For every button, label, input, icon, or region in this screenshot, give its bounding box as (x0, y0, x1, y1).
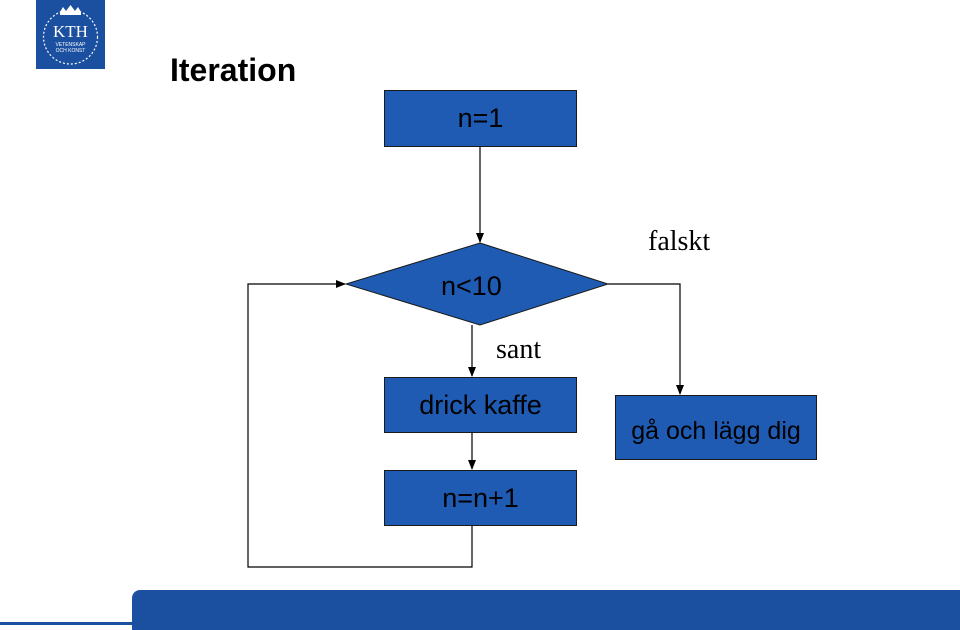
logo-subtext-1: VETENSKAP (55, 42, 86, 48)
exit-box-label: gå och lägg dig (631, 417, 801, 445)
kth-emblem-icon (42, 5, 99, 65)
false-branch-label: falskt (648, 226, 711, 257)
logo-subtext-2: OCH KONST (55, 48, 86, 54)
arrow-false-branch (608, 283, 684, 395)
exit-box: gå och lägg dig (615, 395, 817, 460)
slide-title: Iteration (170, 52, 297, 88)
footer-line (0, 622, 140, 625)
action-box-label: drick kaffe (419, 389, 542, 420)
footer-bar (132, 590, 960, 630)
kth-logo: KTH VETENSKAP OCH KONST (36, 0, 105, 69)
increment-box: n=n+1 (384, 470, 577, 526)
start-box-label: n=1 (457, 103, 504, 133)
action-box: drick kaffe (384, 377, 577, 433)
start-box: n=1 (384, 90, 577, 147)
arrow-loop-back (247, 280, 473, 568)
decision-label: n<10 (441, 271, 502, 301)
true-branch-label: sant (496, 334, 542, 365)
increment-box-label: n=n+1 (442, 482, 519, 513)
logo-wordmark: KTH (53, 22, 88, 41)
decision-diamond (344, 242, 610, 326)
